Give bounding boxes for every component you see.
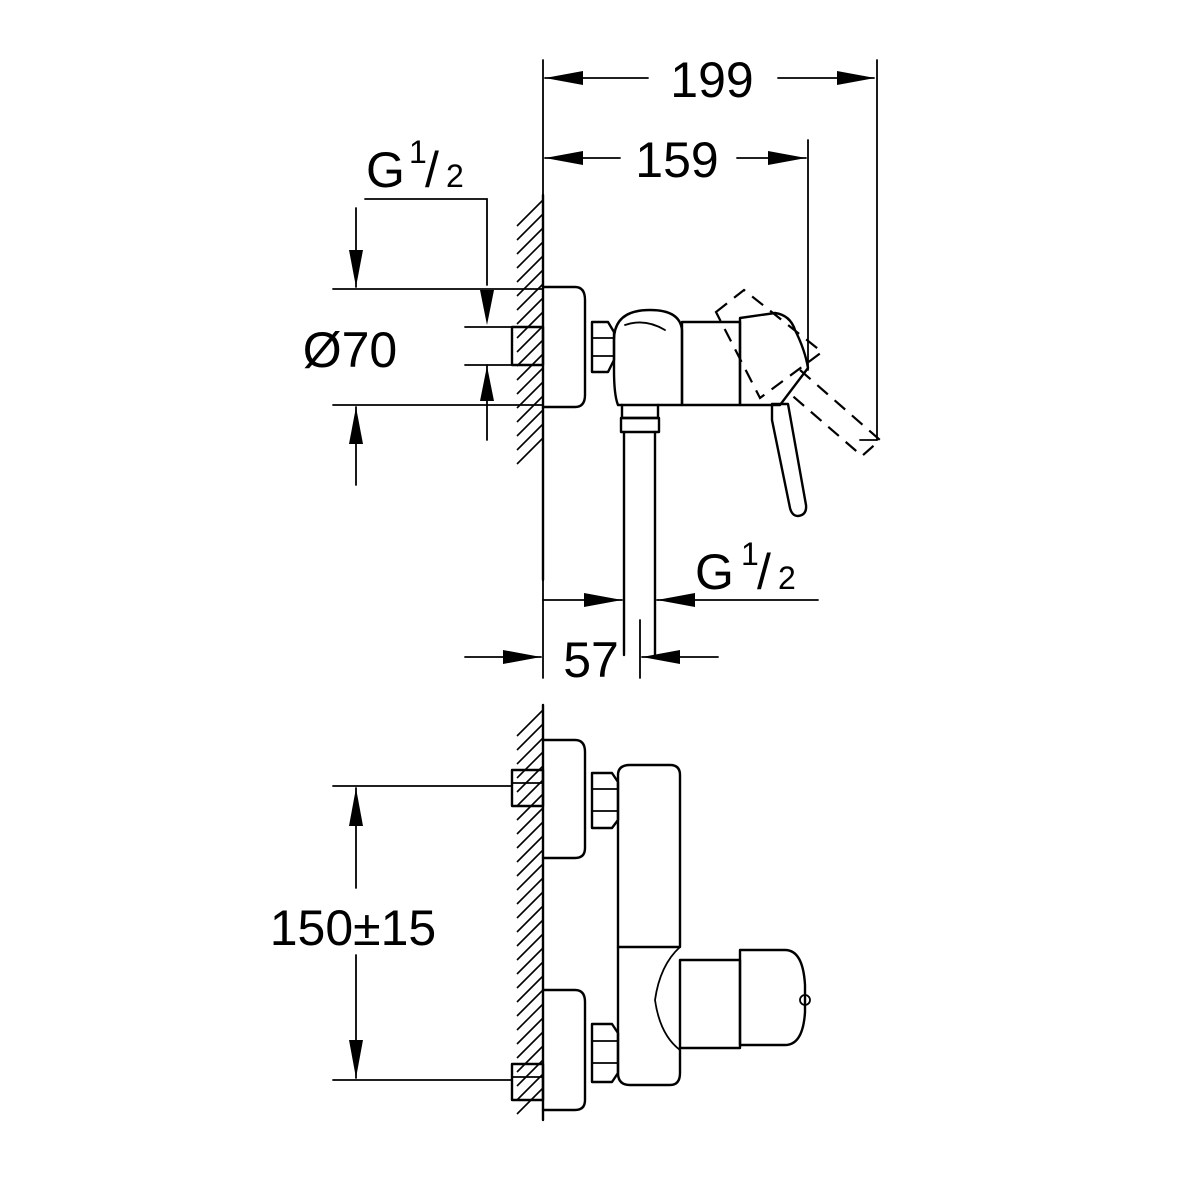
hatch-line [516, 1031, 544, 1059]
hatch-line [516, 989, 544, 1017]
hatch-line [516, 905, 544, 933]
hatch-line [516, 709, 544, 737]
hatch-line [516, 1017, 544, 1045]
hatch-line [516, 367, 544, 395]
outlet-top [619, 403, 661, 657]
inlet-thread-callout: G 1 / 2 [364, 134, 513, 441]
mixer-body-front [616, 763, 811, 1087]
dimension-57: 57 [464, 579, 719, 688]
outlet-thread-slash: / [757, 544, 771, 600]
hatch-line [516, 395, 544, 423]
side-view: 199 159 G 1 / 2 [303, 52, 882, 688]
dimension-150-label: 150±15 [270, 900, 436, 956]
hatch-line [516, 947, 544, 975]
hatch-line [516, 877, 544, 905]
inlet-thread-letter: G [366, 142, 405, 198]
dimension-diameter-70-label: Ø70 [303, 322, 398, 378]
hatch-line [516, 821, 544, 849]
outlet-thread-numerator: 1 [741, 536, 759, 572]
wall-hatching-top [516, 193, 545, 582]
outlet-thread-callout: G 1 / 2 [542, 536, 819, 607]
hatch-line [516, 737, 544, 765]
hatch-line [516, 269, 544, 297]
hatch-line [516, 325, 544, 353]
dimension-199-label: 199 [670, 52, 753, 108]
hatch-line [516, 891, 544, 919]
hatch-line [516, 961, 544, 989]
hatch-line [516, 1003, 544, 1031]
valve-body-top [612, 308, 810, 518]
outlet-thread-denominator: 2 [778, 560, 796, 596]
inlet-thread-slash: / [425, 142, 439, 198]
dimension-199: 199 [542, 52, 878, 441]
inlet-thread-denominator: 2 [446, 158, 464, 194]
hatch-line [516, 849, 544, 877]
hatch-line [516, 975, 544, 1003]
hatch-line [516, 255, 544, 283]
hatch-line [516, 339, 544, 367]
hatch-line [516, 723, 544, 751]
hatch-line [516, 199, 544, 227]
lower-inlet-connector [510, 988, 620, 1112]
hatch-line [516, 283, 544, 311]
hatch-line [516, 381, 544, 409]
hatch-line [516, 437, 544, 465]
dimension-diameter-70: Ø70 [303, 207, 544, 486]
svg-text:G: G [366, 142, 405, 198]
inlet-connector-top [510, 285, 616, 409]
hatch-line [516, 311, 544, 339]
hatch-line [516, 353, 544, 381]
hatch-line [516, 835, 544, 863]
wall-hatching-bottom [516, 703, 545, 1122]
upper-inlet-connector [510, 738, 620, 860]
hatch-line [516, 1073, 544, 1101]
outlet-thread-letter: G [695, 544, 734, 600]
dimension-159: 159 [544, 132, 809, 371]
hatch-line [516, 423, 544, 451]
inlet-thread-numerator: 1 [409, 134, 427, 170]
hatch-line [516, 409, 544, 437]
hatch-line [516, 751, 544, 779]
hatch-line [516, 863, 544, 891]
hatch-line [516, 241, 544, 269]
hatch-line [516, 1045, 544, 1073]
lever-alternate-position [714, 288, 882, 458]
hatch-line [516, 227, 544, 255]
hatch-line [516, 807, 544, 835]
dimension-57-label: 57 [563, 632, 619, 688]
dimension-159-label: 159 [635, 132, 718, 188]
hatch-line [516, 933, 544, 961]
hatch-line [516, 297, 544, 325]
front-view: 150±15 [270, 703, 811, 1122]
hatch-line [516, 919, 544, 947]
hatch-line [516, 213, 544, 241]
hatch-line [516, 779, 544, 807]
dimension-150: 150±15 [270, 785, 513, 1081]
